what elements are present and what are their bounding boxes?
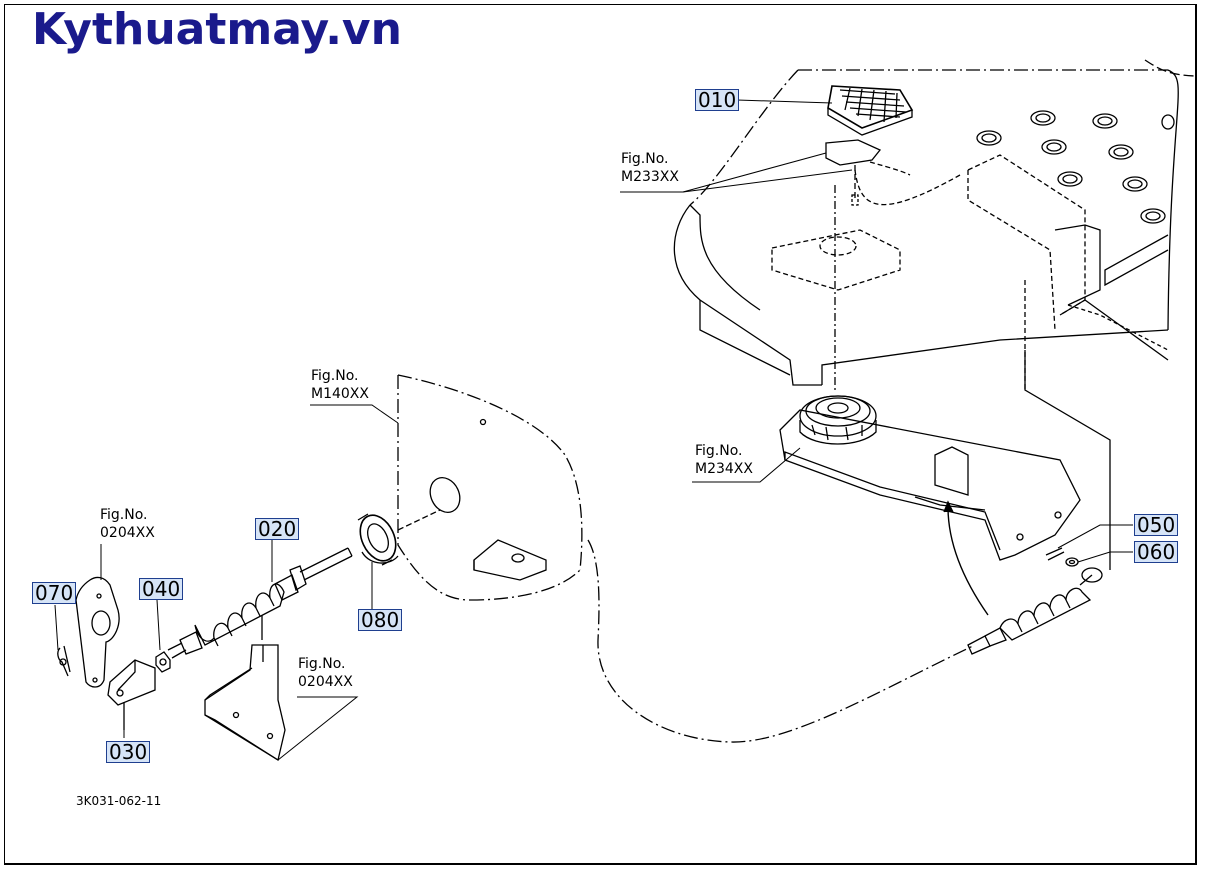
figref-m233: Fig.No. M233XX <box>621 150 679 186</box>
pedal-pad <box>827 85 914 136</box>
figref-code: M234XX <box>695 461 753 477</box>
throttle-cable-right <box>967 567 1103 655</box>
figref-code: 0204XX <box>298 674 353 690</box>
callout-040: 040 <box>139 578 184 600</box>
figref-label: Fig.No. <box>621 151 669 167</box>
leader-lines <box>54 99 1133 761</box>
callout-060: 060 <box>1134 541 1179 563</box>
callout-080: 080 <box>358 609 403 631</box>
figref-0204-left: Fig.No. 0204XX <box>100 506 155 542</box>
figref-code: 0204XX <box>100 525 155 541</box>
lever <box>107 659 156 730</box>
floor-panel <box>673 59 1196 390</box>
figref-code: M140XX <box>311 386 369 402</box>
cable-bracket <box>204 644 286 762</box>
figref-label: Fig.No. <box>298 656 346 672</box>
callout-050: 050 <box>1134 514 1179 536</box>
washer <box>1065 557 1079 567</box>
figref-label: Fig.No. <box>695 443 743 459</box>
figref-m140: Fig.No. M140XX <box>311 367 369 403</box>
callout-010: 010 <box>695 89 740 111</box>
pedal-bracket <box>779 409 1081 561</box>
drawing-code: 3K031-062-11 <box>76 794 162 808</box>
callout-030: 030 <box>106 741 151 763</box>
split-pin <box>57 645 71 677</box>
figref-0204-bracket: Fig.No. 0204XX <box>298 655 353 691</box>
figref-label: Fig.No. <box>100 507 148 523</box>
pedal-plate <box>825 139 882 166</box>
drawing-frame <box>4 4 1197 865</box>
callout-070: 070 <box>32 582 77 604</box>
side-panel <box>397 374 976 743</box>
throttle-cable-left <box>167 547 353 659</box>
floor-bolts <box>976 110 1175 224</box>
nut <box>155 651 171 673</box>
figref-m234: Fig.No. M234XX <box>695 442 753 478</box>
grommet <box>357 513 399 566</box>
rubber-mount <box>799 395 877 445</box>
hidden-frame <box>771 154 1086 390</box>
figref-label: Fig.No. <box>311 368 359 384</box>
callout-020: 020 <box>255 518 300 540</box>
mounting-plate <box>75 576 120 688</box>
figref-code: M233XX <box>621 169 679 185</box>
clip <box>1045 547 1065 561</box>
watermark-logo: Kythuatmay.vn <box>32 4 402 55</box>
